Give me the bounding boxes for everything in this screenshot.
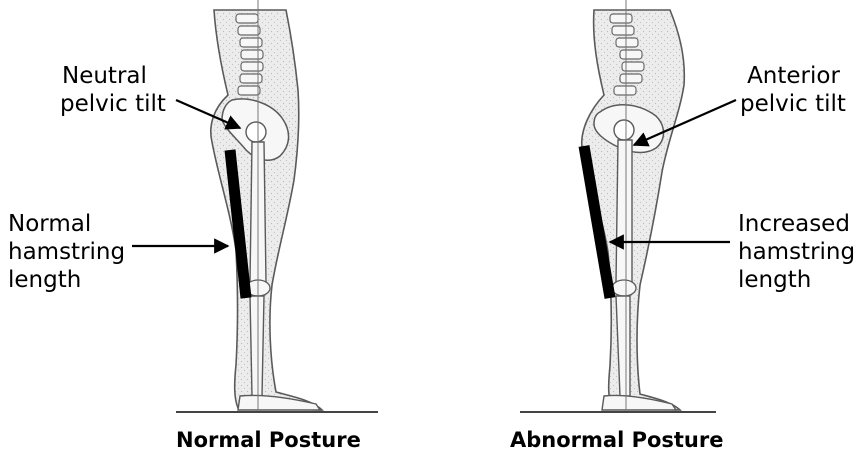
neutral-tilt-label: Neutral pelvic tilt — [62, 62, 166, 118]
normal-body-outline — [211, 10, 322, 410]
increased-hamstring-line-3: length — [738, 266, 855, 294]
anterior-tilt-label: Anterior pelvic tilt — [740, 62, 846, 118]
abnormal-posture-caption: Abnormal Posture — [510, 428, 724, 452]
normal-hamstring-line-3: length — [8, 266, 125, 294]
anterior-tilt-line-1: Anterior — [740, 62, 846, 90]
increased-hamstring-line-1: Increased — [738, 210, 855, 238]
abnormal-foot — [602, 395, 676, 410]
normal-foot — [238, 395, 320, 410]
increased-hamstring-line-2: hamstring — [738, 238, 855, 266]
abnormal-posture-figure — [520, 0, 716, 412]
increased-hamstring-label: Increased hamstring length — [738, 210, 855, 294]
normal-posture-caption: Normal Posture — [176, 428, 361, 452]
normal-tibia — [250, 296, 264, 396]
normal-posture-figure — [176, 0, 378, 412]
normal-hamstring-label: Normal hamstring length — [8, 210, 125, 294]
neutral-tilt-line-2: pelvic tilt — [60, 90, 166, 118]
normal-hamstring-line-1: Normal — [8, 210, 125, 238]
normal-hamstring-line-2: hamstring — [8, 238, 125, 266]
anterior-tilt-line-2: pelvic tilt — [740, 90, 846, 118]
neutral-tilt-line-1: Neutral — [62, 62, 166, 90]
abnormal-femur — [616, 140, 632, 282]
